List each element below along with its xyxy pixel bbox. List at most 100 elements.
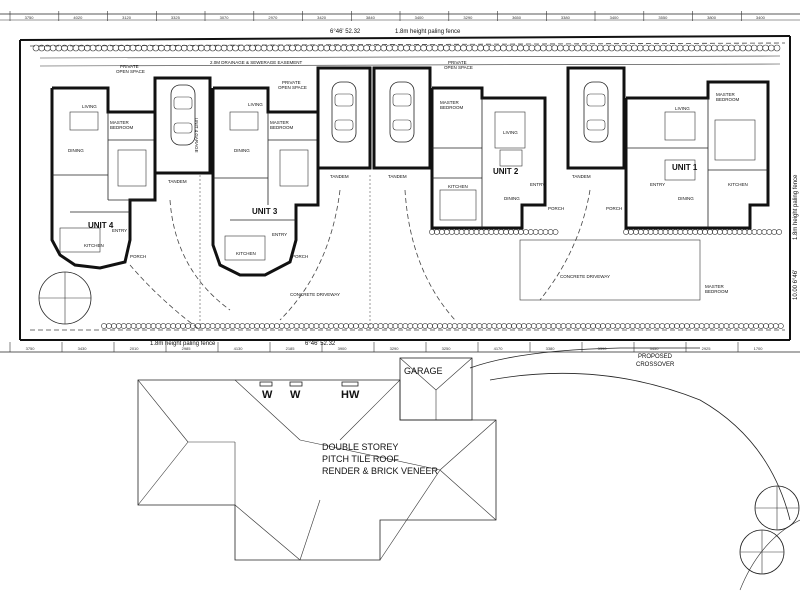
unit-3-entry: ENTRY: [272, 232, 287, 237]
unit-3-garage: TANDEM: [316, 66, 372, 179]
unit-3-living: LIVING: [248, 102, 263, 107]
unit-1-living: LIVING: [675, 106, 690, 111]
bottom-dimensions: 3750 3430 2010 2985 4130 2185 3900 3290 3250 4170…: [9, 342, 764, 352]
dim-bottom-2: 2010: [130, 346, 140, 351]
dim-top-1: 4020: [73, 15, 83, 20]
dim-top-13: 3550: [658, 15, 668, 20]
unit-1-dining: DINING: [678, 196, 694, 201]
unit-1-tandem: TANDEM: [572, 174, 591, 179]
unit-4-living: LIVING: [82, 104, 97, 109]
driveway-label-left: CONCRETE DRIVEWAY: [290, 292, 340, 297]
neighbour-line-1: DOUBLE STOREY: [322, 442, 398, 452]
unit-3-porch: PORCH: [292, 254, 308, 259]
unit-2-car-icon: [389, 81, 415, 143]
dim-top-9: 3290: [463, 15, 473, 20]
window-w-2: W: [290, 389, 301, 401]
unit-1-entry: ENTRY: [650, 182, 665, 187]
drainage-easement: 2.0M DRAINAGE & SEWERAGE EASEMENT: [39, 55, 781, 67]
unit-3-label: UNIT 3: [252, 207, 278, 216]
unit-2-dining: DINING: [504, 196, 520, 201]
dim-top-0: 3750: [25, 15, 35, 20]
window-w-1: W: [262, 389, 273, 401]
dim-bottom-8: 3250: [442, 346, 452, 351]
right-bearing-label: 10.00 6°46': [793, 270, 799, 300]
unit-4-dining: DINING: [68, 148, 84, 153]
dim-bottom-10: 3380: [546, 346, 556, 351]
neighbour-windows: W W HW: [259, 381, 360, 401]
dim-bottom-13: 2925: [702, 346, 712, 351]
dim-top-14: 3800: [707, 15, 717, 20]
unit-4-label: UNIT 4: [88, 221, 114, 230]
road-edge: [489, 372, 791, 521]
dim-bottom-6: 3900: [338, 346, 348, 351]
unit-1-garage: TANDEM: [566, 66, 626, 179]
top-fence-label: 1.8m height paling fence: [395, 29, 461, 35]
dim-bottom-4: 4130: [234, 346, 244, 351]
unit-3-dining: DINING: [234, 148, 250, 153]
bottom-bearing-label: 6°46' 52.32: [305, 341, 336, 347]
unit-1-label: UNIT 1: [672, 163, 698, 172]
driveway-paths: CONCRETE DRIVEWAY CONCRETE DRIVEWAY: [129, 175, 701, 331]
unit-4-kitchen: KITCHEN: [84, 243, 104, 248]
neighbour-dwelling: DOUBLE STOREY PITCH TILE ROOF RENDER & B…: [137, 379, 497, 561]
property-boundary: [19, 35, 791, 341]
unit-4-car-icon: [170, 84, 196, 146]
top-bearing-label: 6°46' 52.32: [330, 29, 361, 35]
dim-top-15: 3400: [756, 15, 766, 20]
street-tree-icons: [739, 485, 800, 575]
dim-bottom-5: 2185: [286, 346, 296, 351]
dim-top-10: 3650: [512, 15, 522, 20]
dim-bottom-7: 3290: [390, 346, 400, 351]
neighbour-line-3: RENDER & BRICK VENEER: [322, 466, 439, 476]
unit-4-garage: UNIT 4 GARAGE TANDEM: [153, 76, 212, 184]
road-edge-lower: [739, 519, 800, 591]
unit-1-kitchen: KITCHEN: [728, 182, 748, 187]
unit-1-car-icon: [583, 81, 609, 143]
unit-2-garage: TANDEM: [372, 66, 432, 179]
tree-icon: [38, 271, 92, 325]
dim-top-11: 3380: [561, 15, 571, 20]
dim-top-7: 3840: [366, 15, 376, 20]
dim-bottom-0: 3750: [26, 346, 36, 351]
dim-bottom-3: 2985: [182, 346, 192, 351]
dim-top-12: 3400: [610, 15, 620, 20]
dim-bottom-1: 3430: [78, 346, 88, 351]
dim-top-8: 3400: [415, 15, 425, 20]
unit-4-garage-label: UNIT 4 GARAGE: [194, 118, 199, 153]
dim-top-4: 3070: [220, 15, 230, 20]
neighbour-garage-label: GARAGE: [404, 366, 443, 376]
unit-4-entry: ENTRY: [112, 228, 127, 233]
dim-bottom-14: 1700: [754, 346, 764, 351]
unit-4-tandem: TANDEM: [168, 179, 187, 184]
dim-bottom-9: 4170: [494, 346, 504, 351]
hedge-rows: [32, 44, 784, 329]
dim-top-2: 3120: [122, 15, 132, 20]
right-fence-label: 1.8m height paling fence: [793, 174, 799, 240]
window-hw: HW: [341, 389, 360, 401]
easement-label: 2.0M DRAINAGE & SEWERAGE EASEMENT: [210, 60, 303, 65]
driveway-label-right: CONCRETE DRIVEWAY: [560, 274, 610, 279]
unit-2-entry: ENTRY: [530, 182, 545, 187]
neighbour-garage: GARAGE: [399, 357, 473, 421]
dim-bottom-12: 3450: [650, 346, 660, 351]
dim-top-6: 3420: [317, 15, 327, 20]
unit-2-living: LIVING: [503, 130, 518, 135]
unit-4-porch: PORCH: [130, 254, 146, 259]
dim-top-3: 3325: [171, 15, 181, 20]
unit-3-tandem: TANDEM: [330, 174, 349, 179]
unit-2-kitchen: KITCHEN: [448, 184, 468, 189]
